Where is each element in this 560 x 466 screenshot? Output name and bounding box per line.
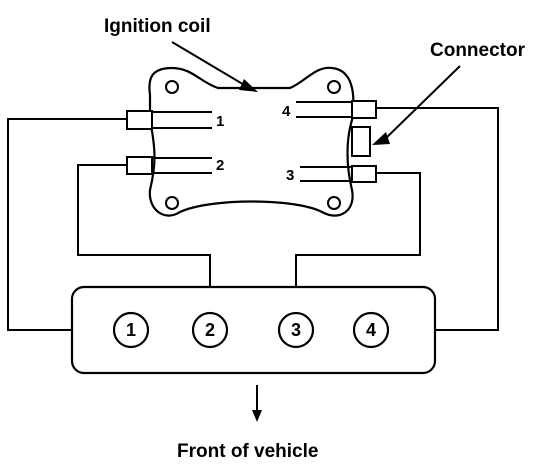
connector-leader (372, 65, 461, 145)
wire-terminal-2-to-cyl-2 (77, 164, 211, 314)
cylinder-3-label: 3 (291, 320, 301, 340)
ignition-coil-leader-line (171, 41, 247, 87)
wire-terminal-1-to-cyl-1 (7, 118, 127, 331)
coil-terminal-3-label: 3 (286, 167, 294, 184)
cylinder-1-circle (112, 311, 150, 349)
coil-terminal-3-boot (351, 165, 377, 183)
cylinder-4-label: 4 (366, 320, 376, 340)
cylinder-1-label: 1 (126, 320, 136, 340)
coil-mounting-holes (165, 80, 341, 210)
cylinder-3-circle (277, 311, 315, 349)
mounting-hole-bottom-right (327, 196, 341, 210)
coil-terminal-1-boot (126, 110, 153, 130)
wire-terminal-4-to-cyl-4 (376, 107, 499, 331)
mounting-hole-bottom-left (165, 196, 179, 210)
ignition-coil-arrowhead (239, 79, 258, 92)
cylinder-4: 4 (352, 311, 390, 349)
mounting-hole-top-right (327, 80, 341, 94)
coil-terminal-4-boot (351, 100, 377, 119)
wire-terminal-3-to-cyl-3 (295, 172, 421, 314)
front-of-vehicle-label: Front of vehicle (177, 441, 318, 462)
ignition-coil-leader (171, 41, 258, 92)
connector-arrowhead (372, 132, 390, 145)
coil-terminal-2-label: 2 (216, 157, 224, 174)
cylinder-1: 1 (112, 311, 150, 349)
coil-terminal-2-boot (126, 156, 153, 175)
coil-terminal-1-label: 1 (216, 113, 224, 130)
engine-block (70, 285, 437, 375)
cylinder-2-circle (191, 311, 229, 349)
cylinder-4-circle (352, 311, 390, 349)
cylinder-3: 3 (277, 311, 315, 349)
coil-terminal-posts (126, 100, 377, 183)
cylinder-2-label: 2 (205, 320, 215, 340)
connector-label: Connector (430, 40, 526, 61)
connector-leader-line (383, 65, 461, 141)
ignition-coil-label: Ignition coil (104, 16, 211, 37)
mounting-hole-top-left (165, 80, 179, 94)
down-arrow-icon (252, 410, 262, 422)
cylinder-2: 2 (191, 311, 229, 349)
coil-terminal-4-label: 4 (282, 103, 291, 120)
spark-plug-wires (7, 107, 499, 331)
coil-connector (351, 126, 371, 157)
front-direction-arrow (252, 385, 262, 422)
